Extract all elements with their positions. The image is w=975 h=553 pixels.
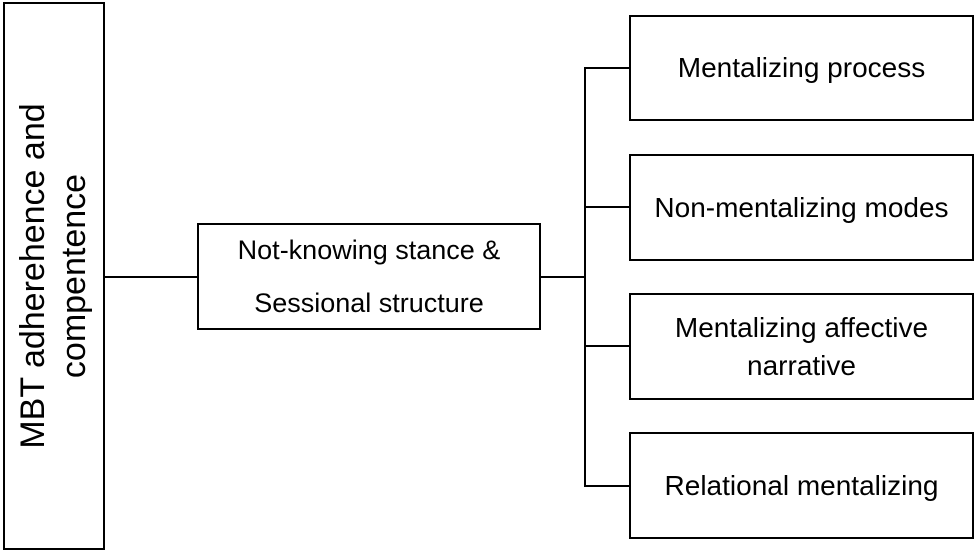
root-node-label: MBT adherehence and compentence	[14, 103, 93, 449]
connector-root-to-middle	[105, 276, 197, 278]
connector-middle-to-branch	[541, 276, 586, 278]
leaf-node-label-line-2: narrative	[747, 349, 856, 381]
connector-branch-leaf-4	[584, 485, 629, 487]
leaf-node-label-line-1: Mentalizing affective	[674, 311, 929, 343]
leaf-node-mentalizing-affective-narrative: Mentalizing affective narrative	[629, 293, 974, 400]
middle-node-line-1: Not-knowing stance &	[237, 234, 501, 265]
leaf-node-label: Non-mentalizing modes	[654, 191, 949, 223]
branch-vertical-line	[584, 67, 586, 487]
middle-node: Not-knowing stance & Sessional structure	[197, 223, 541, 330]
connector-branch-leaf-1	[584, 67, 629, 69]
leaf-node-label: Relational mentalizing	[664, 469, 939, 501]
leaf-node-label: Mentalizing process	[677, 52, 926, 84]
root-node: MBT adherehence and compentence	[3, 2, 105, 550]
leaf-node-relational-mentalizing: Relational mentalizing	[629, 432, 974, 539]
leaf-node-non-mentalizing-modes: Non-mentalizing modes	[629, 154, 974, 261]
connector-branch-leaf-3	[584, 345, 629, 347]
leaf-node-mentalizing-process: Mentalizing process	[629, 15, 974, 121]
middle-node-line-2: Sessional structure	[254, 287, 484, 318]
connector-branch-leaf-2	[584, 206, 629, 208]
